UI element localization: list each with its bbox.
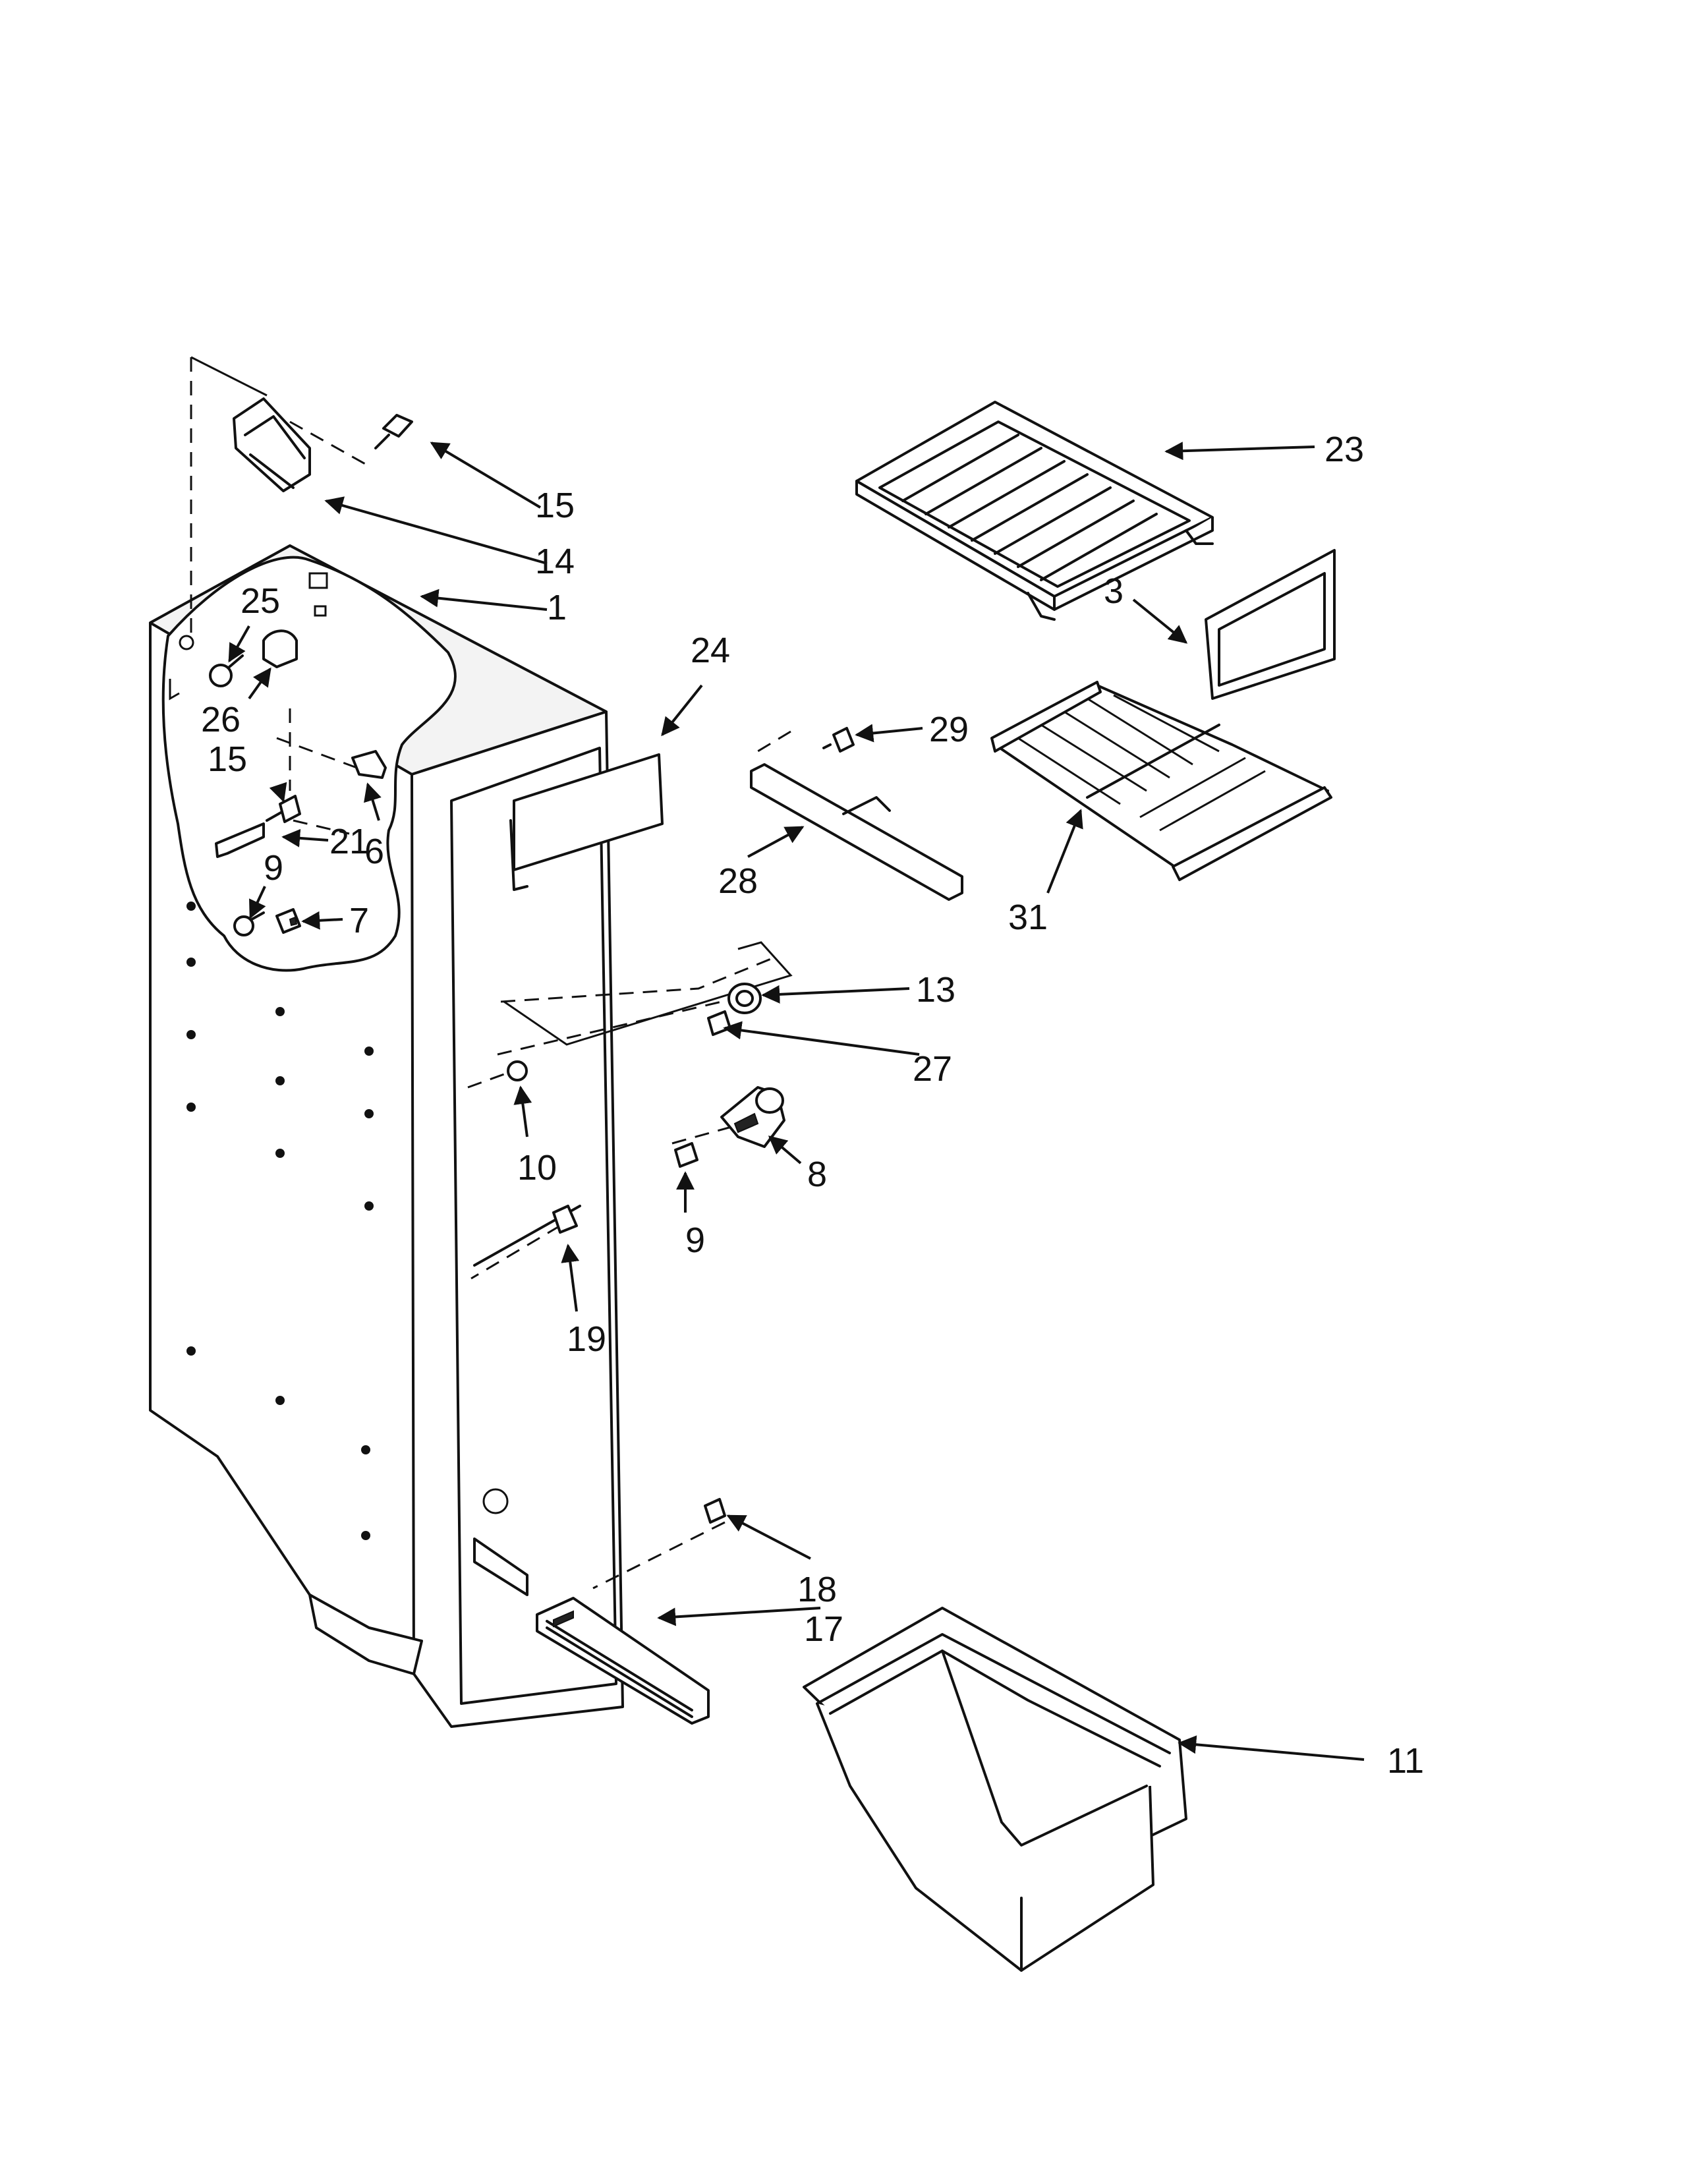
callout-8: 8 [807,1155,827,1194]
assembly-lines [190,356,793,1590]
leader-arrows [228,442,1365,1761]
block-19 [552,1205,578,1234]
callout-9-right: 9 [685,1220,705,1260]
callout-31: 31 [1008,898,1048,937]
callout-26: 26 [201,700,241,739]
screw-29 [822,727,855,753]
callout-24: 24 [691,631,730,670]
callout-23: 23 [1324,430,1364,469]
callout-9-left: 9 [264,848,283,888]
callout-28: 28 [718,861,758,901]
callout-17: 17 [804,1609,843,1649]
callout-10: 10 [517,1148,557,1188]
callout-18: 18 [797,1570,837,1609]
rail-28 [750,763,963,901]
switch-7 [275,908,301,934]
callout-3: 3 [1104,571,1124,611]
grille-17 [536,1597,710,1725]
callout-7: 7 [349,901,369,940]
wire-shelf-31 [990,681,1332,881]
callout-1: 1 [547,588,567,627]
callout-11: 11 [1387,1741,1424,1781]
bracket-21 [215,822,265,858]
callout-15-lower: 15 [208,739,247,779]
shelf-front-3 [1205,549,1336,700]
callout-19: 19 [567,1319,606,1359]
screw-15-lower [266,795,301,823]
callout-21: 21 [329,822,369,861]
callout-14: 14 [535,542,575,581]
screw-15-top [374,414,413,449]
screw-27 [707,1010,731,1036]
bin-11 [803,1607,1187,1972]
hinge-8 [720,1086,785,1148]
plug-10 [507,1060,528,1081]
callout-29: 29 [929,710,969,749]
callout-15-top: 15 [535,486,575,525]
callout-27: 27 [913,1049,952,1089]
callout-25: 25 [241,581,280,621]
trim-strip-24 [509,753,664,891]
light-socket-26 [262,629,298,668]
callout-13: 13 [916,970,955,1010]
screw-18 [704,1498,726,1524]
callout-6: 6 [364,832,384,871]
screw-9-right [674,1142,698,1168]
callout-labels: 15 14 1 24 25 26 15 21 6 9 7 10 19 13 27… [201,430,1424,1781]
bracket-14 [233,397,311,492]
clip-6 [351,750,387,779]
roller-13 [727,983,762,1014]
shelf-23 [855,401,1214,621]
